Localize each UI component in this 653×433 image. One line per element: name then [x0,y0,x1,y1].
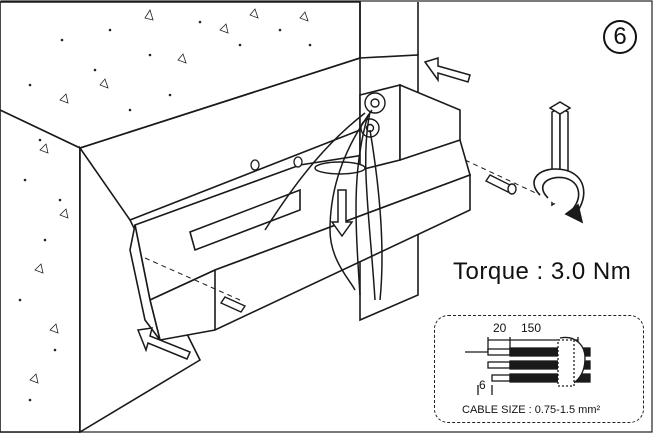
cable-size-label: CABLE SIZE : 0.75-1.5 mm² [462,404,601,416]
arrow-icon [136,56,471,360]
cable-prep-inset [434,315,644,423]
alignment-line [464,159,541,196]
mounting-box [129,83,471,341]
wall-holes [250,156,303,171]
cable-prep-drawing [465,336,591,395]
sheath-length-label: 150 [521,321,542,335]
screw-icon [219,174,517,313]
end-length-label: 6 [479,378,486,392]
torque-label: Torque : 3.0 Nm [453,258,632,285]
stone-texture [18,8,312,402]
cables [264,109,383,301]
rotation-arrow-icon [533,168,585,224]
step-number-badge: 6 [603,20,637,54]
strip-length-label: 20 [493,321,507,335]
